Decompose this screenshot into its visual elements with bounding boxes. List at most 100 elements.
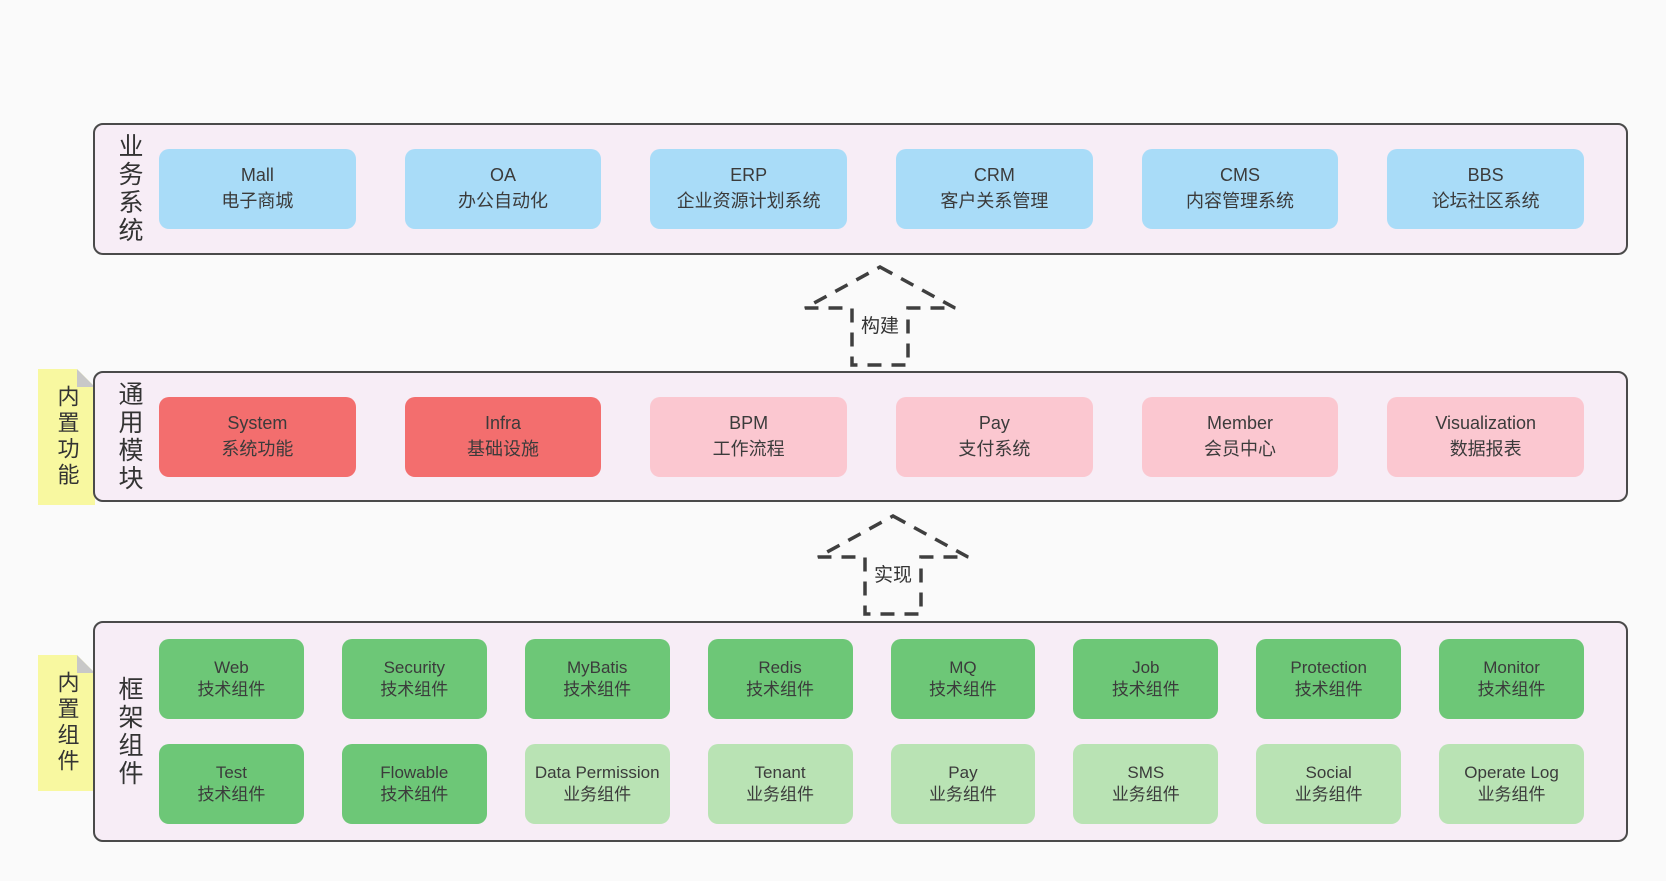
module-name: BPM bbox=[729, 412, 769, 433]
module-name: Data Permission bbox=[534, 762, 660, 782]
module-desc: 技术组件 bbox=[928, 680, 997, 699]
module-desc: 工作流程 bbox=[712, 438, 785, 459]
block-arrow-up-icon bbox=[804, 265, 956, 367]
module-name: ERP bbox=[730, 165, 768, 186]
module-name: CRM bbox=[973, 165, 1015, 186]
module-name: Visualization bbox=[1435, 412, 1537, 433]
module-box-mall: Mall 电子商城 bbox=[159, 149, 356, 229]
sticky-note-builtin-components: 内置组件 bbox=[38, 655, 95, 791]
note-label: 内置组件 bbox=[54, 671, 80, 775]
module-desc: 技术组件 bbox=[563, 680, 632, 699]
module-desc: 业务组件 bbox=[1477, 785, 1546, 804]
module-desc: 业务组件 bbox=[746, 785, 815, 804]
module-name: Tenant bbox=[754, 762, 806, 782]
module-name: Flowable bbox=[380, 762, 449, 782]
module-box-erp: ERP 企业资源计划系统 bbox=[650, 149, 848, 229]
module-box-cms: CMS 内容管理系统 bbox=[1141, 149, 1339, 229]
module-box-tenant: Tenant 业务组件 bbox=[707, 744, 853, 824]
common-modules-boxes: System 系统功能 Infra 基础设施 BPM 工作流程 Pay 支付系统 Member 会… bbox=[155, 396, 1626, 477]
module-desc: 技术组件 bbox=[197, 680, 266, 699]
module-name: Member bbox=[1207, 412, 1274, 433]
module-name: System bbox=[227, 412, 288, 433]
layer-panel-common-modules: 通用模块 System 系统功能 Infra 基础设施 BPM 工作流程 Pay 支付系统 Me… bbox=[93, 371, 1628, 502]
layer-label: 框架组件 bbox=[115, 675, 143, 788]
module-box-visualization: Visualization 数据报表 bbox=[1387, 396, 1585, 477]
module-name: Test bbox=[215, 762, 248, 782]
module-name: Mall bbox=[240, 165, 274, 186]
module-name: BBS bbox=[1467, 165, 1504, 186]
module-box-mq: MQ 技术组件 bbox=[890, 639, 1036, 719]
module-desc: 业务组件 bbox=[1294, 785, 1363, 804]
module-box-data-permission: Data Permission 业务组件 bbox=[524, 744, 670, 824]
module-name: MyBatis bbox=[566, 657, 628, 677]
module-desc: 业务组件 bbox=[928, 785, 997, 804]
module-box-mybatis: MyBatis 技术组件 bbox=[524, 639, 670, 719]
module-box-protection: Protection 技术组件 bbox=[1256, 639, 1402, 719]
module-desc: 电子商城 bbox=[221, 191, 294, 211]
module-box-bpm: BPM 工作流程 bbox=[650, 396, 848, 477]
module-name: Protection bbox=[1290, 657, 1367, 677]
module-desc: 客户关系管理 bbox=[940, 191, 1049, 211]
module-name: SMS bbox=[1127, 762, 1165, 782]
module-desc: 会员中心 bbox=[1204, 438, 1277, 459]
module-desc: 技术组件 bbox=[380, 680, 449, 699]
module-name: Social bbox=[1305, 762, 1352, 782]
module-desc: 技术组件 bbox=[746, 680, 815, 699]
module-box-job: Job 技术组件 bbox=[1073, 639, 1219, 719]
block-arrow-up-icon bbox=[817, 514, 969, 616]
arrow-build: 构建 bbox=[800, 264, 960, 368]
arrow-label: 构建 bbox=[855, 309, 905, 339]
module-name: CMS bbox=[1220, 165, 1261, 186]
module-box-social: Social 业务组件 bbox=[1256, 744, 1402, 824]
module-box-sms: SMS 业务组件 bbox=[1073, 744, 1219, 824]
module-box-oa: OA 办公自动化 bbox=[404, 149, 602, 229]
module-box-pay: Pay 支付系统 bbox=[896, 396, 1093, 477]
module-desc: 技术组件 bbox=[380, 785, 449, 804]
module-desc: 基础设施 bbox=[467, 438, 539, 459]
layer-label: 业务系统 bbox=[115, 133, 143, 245]
module-box-crm: CRM 客户关系管理 bbox=[896, 149, 1093, 229]
module-name: MQ bbox=[949, 657, 977, 677]
module-box-test: Test 技术组件 bbox=[159, 744, 304, 824]
module-name: Redis bbox=[758, 657, 802, 677]
module-box-member: Member 会员中心 bbox=[1141, 396, 1339, 477]
business-systems-boxes: Mall 电子商城 OA 办公自动化 ERP 企业资源计划系统 CRM 客户关系管理 CMS 内容… bbox=[155, 149, 1626, 229]
module-desc: 技术组件 bbox=[1111, 680, 1180, 699]
module-desc: 业务组件 bbox=[1111, 785, 1180, 804]
module-desc: 业务组件 bbox=[563, 785, 632, 804]
module-name: Job bbox=[1132, 657, 1160, 677]
note-label: 内置功能 bbox=[54, 385, 80, 489]
module-desc: 企业资源计划系统 bbox=[676, 191, 821, 211]
module-box-web: Web 技术组件 bbox=[159, 639, 304, 719]
arrow-label: 实现 bbox=[868, 558, 918, 588]
module-desc: 系统功能 bbox=[221, 438, 294, 459]
module-name: Pay bbox=[978, 412, 1010, 433]
module-name: Infra bbox=[484, 412, 522, 433]
module-desc: 论坛社区系统 bbox=[1431, 191, 1540, 211]
arrow-implement: 实现 bbox=[813, 512, 973, 618]
module-desc: 技术组件 bbox=[1477, 680, 1546, 699]
module-box-redis: Redis 技术组件 bbox=[707, 639, 853, 719]
module-desc: 数据报表 bbox=[1449, 438, 1522, 459]
module-box-pay: Pay 业务组件 bbox=[890, 744, 1036, 824]
module-box-security: Security 技术组件 bbox=[341, 639, 487, 719]
module-box-flowable: Flowable 技术组件 bbox=[341, 744, 487, 824]
sticky-note-builtin-features: 内置功能 bbox=[38, 369, 95, 505]
module-name: Security bbox=[383, 657, 446, 677]
layer-panel-business-systems: 业务系统 Mall 电子商城 OA 办公自动化 ERP 企业资源计划系统 CRM 客户关系管理… bbox=[93, 123, 1628, 255]
module-name: Web bbox=[214, 657, 249, 677]
module-desc: 技术组件 bbox=[197, 785, 266, 804]
layer-label: 通用模块 bbox=[115, 380, 143, 493]
module-box-infra: Infra 基础设施 bbox=[404, 396, 602, 477]
module-box-bbs: BBS 论坛社区系统 bbox=[1387, 149, 1585, 229]
module-name: OA bbox=[490, 165, 517, 186]
module-desc: 支付系统 bbox=[958, 438, 1031, 459]
module-desc: 技术组件 bbox=[1294, 680, 1363, 699]
module-name: Pay bbox=[948, 762, 978, 782]
module-desc: 内容管理系统 bbox=[1186, 191, 1295, 211]
module-desc: 办公自动化 bbox=[458, 191, 548, 211]
